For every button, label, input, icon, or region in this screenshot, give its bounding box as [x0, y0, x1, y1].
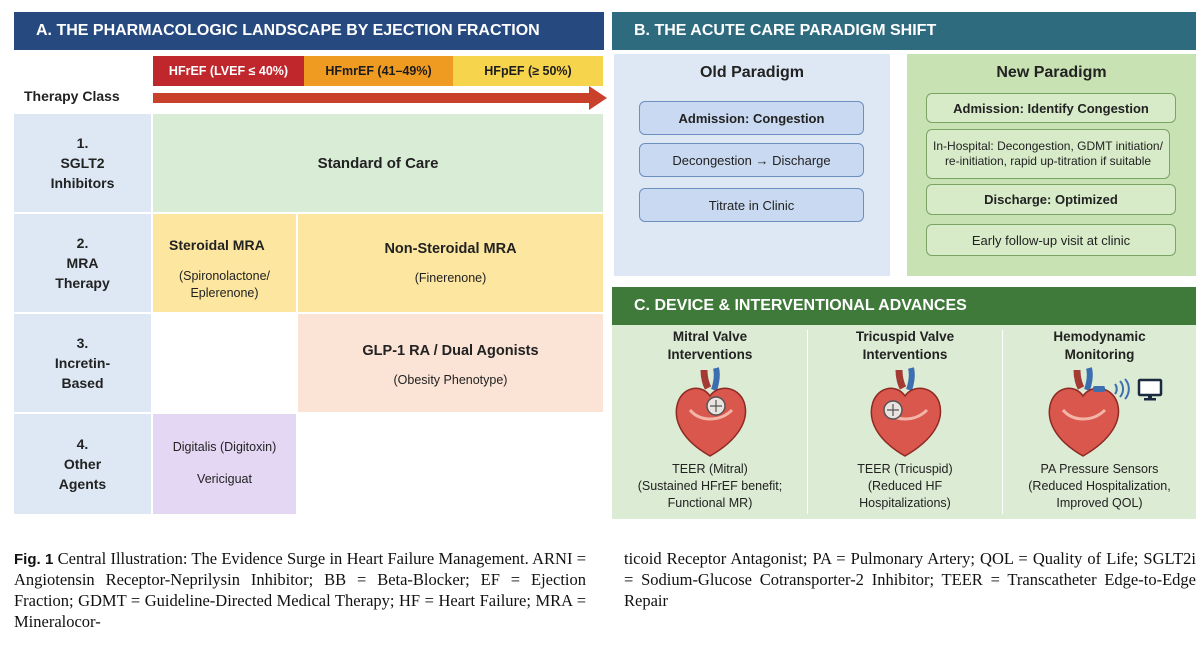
caption-right: ticoid Receptor Antagonist; PA = Pulmona… [624, 548, 1196, 611]
mra-nonsteroidal-title: Non-Steroidal MRA [384, 241, 517, 257]
mitral-desc: TEER (Mitral) (Sustained HFrEF benefit; … [637, 462, 783, 511]
mra-steroidal-cell: Steroidal MRA (Spironolactone/ Eplerenon… [153, 214, 296, 312]
panel-a-header: A. THE PHARMACOLOGIC LANDSCAPE BY EJECTI… [14, 12, 604, 50]
old-step-decongestion: Decongestion → Discharge [639, 143, 864, 177]
heart-tricuspid-icon [870, 367, 942, 458]
row-label-sglt2-text: 1. SGLT2 Inhibitors [50, 134, 115, 192]
device-divider-2 [1002, 330, 1003, 514]
caption-right-text: ticoid Receptor Antagonist; PA = Pulmona… [624, 549, 1196, 611]
sglt2-cell-text: Standard of Care [317, 154, 439, 172]
row-label-other-text: 4. Other Agents [58, 435, 107, 493]
other-vericiguat: Vericiguat [197, 472, 252, 486]
heart-mitral-icon [675, 367, 747, 458]
sglt2-standard-of-care: Standard of Care [153, 114, 603, 212]
new-step-discharge: Discharge: Optimized [926, 184, 1176, 215]
old-step-titrate: Titrate in Clinic [639, 188, 864, 222]
heart-sensor-icon [1048, 367, 1120, 458]
incretin-title: GLP-1 RA / Dual Agonists [362, 343, 539, 359]
device-divider-1 [807, 330, 808, 514]
panel-a-title: A. THE PHARMACOLOGIC LANDSCAPE BY EJECTI… [36, 22, 540, 39]
caption-left-text: Central Illustration: The Evidence Surge… [14, 549, 587, 632]
mitral-title: Mitral Valve Interventions [667, 329, 753, 363]
new-paradigm-title: New Paradigm [996, 64, 1107, 81]
mra-steroidal-title: Steroidal MRA [169, 237, 265, 253]
incretin-cell: GLP-1 RA / Dual Agonists (Obesity Phenot… [298, 314, 603, 412]
new-step-in-hospital: In-Hospital: Decongestion, GDMT initiati… [926, 129, 1170, 179]
hemodynamic-title: Hemodynamic Monitoring [1053, 329, 1146, 363]
other-agents-cell: Digitalis (Digitoxin) Vericiguat [153, 414, 296, 514]
row-label-incretin: 3. Incretin- Based [14, 314, 151, 412]
new-step-admission: Admission: Identify Congestion [926, 93, 1176, 123]
ef-band-hfref-label: HFrEF (LVEF ≤ 40%) [168, 64, 289, 78]
therapy-class-label: Therapy Class [24, 88, 120, 104]
device-col-hemodynamic: Hemodynamic Monitoring PA Pressure Senso… [1003, 326, 1196, 518]
ef-band-hfmref-label: HFmrEF (41–49%) [325, 64, 432, 78]
other-digitalis: Digitalis (Digitoxin) [172, 440, 277, 454]
ef-band-hfmref: HFmrEF (41–49%) [304, 56, 453, 86]
tricuspid-desc: TEER (Tricuspid) (Reduced HF Hospitaliza… [857, 462, 953, 511]
caption-left: Fig. 1 Central Illustration: The Evidenc… [14, 548, 586, 633]
row-label-mra: 2. MRA Therapy [14, 214, 151, 312]
ef-band-hfpef: HFpEF (≥ 50%) [453, 56, 603, 86]
mra-steroidal-sub: (Spironolactone/ Eplerenone) [178, 269, 271, 300]
ef-band-hfpef-label: HFpEF (≥ 50%) [484, 64, 572, 78]
hemodynamic-desc: PA Pressure Sensors (Reduced Hospitaliza… [1028, 462, 1171, 511]
monitor-icon [1137, 379, 1163, 401]
row-label-other: 4. Other Agents [14, 414, 151, 514]
panel-b-title: B. THE ACUTE CARE PARADIGM SHIFT [634, 22, 937, 39]
panel-c-header: C. DEVICE & INTERVENTIONAL ADVANCES [612, 287, 1196, 325]
row-label-mra-text: 2. MRA Therapy [55, 234, 110, 292]
caption-fig-label: Fig. 1 [14, 551, 54, 568]
device-col-mitral: Mitral Valve Interventions TEER (Mitral)… [614, 326, 806, 518]
new-step-follow-up: Early follow-up visit at clinic [926, 224, 1176, 256]
incretin-sub: (Obesity Phenotype) [393, 373, 508, 387]
row-label-sglt2: 1. SGLT2 Inhibitors [14, 114, 151, 212]
old-step-admission: Admission: Congestion [639, 101, 864, 135]
mra-nonsteroidal-cell: Non-Steroidal MRA (Finerenone) [298, 214, 603, 312]
old-paradigm-title: Old Paradigm [699, 64, 805, 81]
panel-b-header: B. THE ACUTE CARE PARADIGM SHIFT [612, 12, 1196, 50]
panel-c-title: C. DEVICE & INTERVENTIONAL ADVANCES [634, 297, 967, 314]
ef-arrow-icon [153, 86, 607, 110]
device-col-tricuspid: Tricuspid Valve Interventions TEER (Tric… [808, 326, 1002, 518]
wireless-signal-icon [1114, 378, 1130, 401]
tricuspid-title: Tricuspid Valve Interventions [855, 329, 955, 363]
row-label-incretin-text: 3. Incretin- Based [54, 334, 111, 392]
mra-nonsteroidal-sub: (Finerenone) [414, 271, 487, 285]
ef-band-hfref: HFrEF (LVEF ≤ 40%) [153, 56, 304, 86]
